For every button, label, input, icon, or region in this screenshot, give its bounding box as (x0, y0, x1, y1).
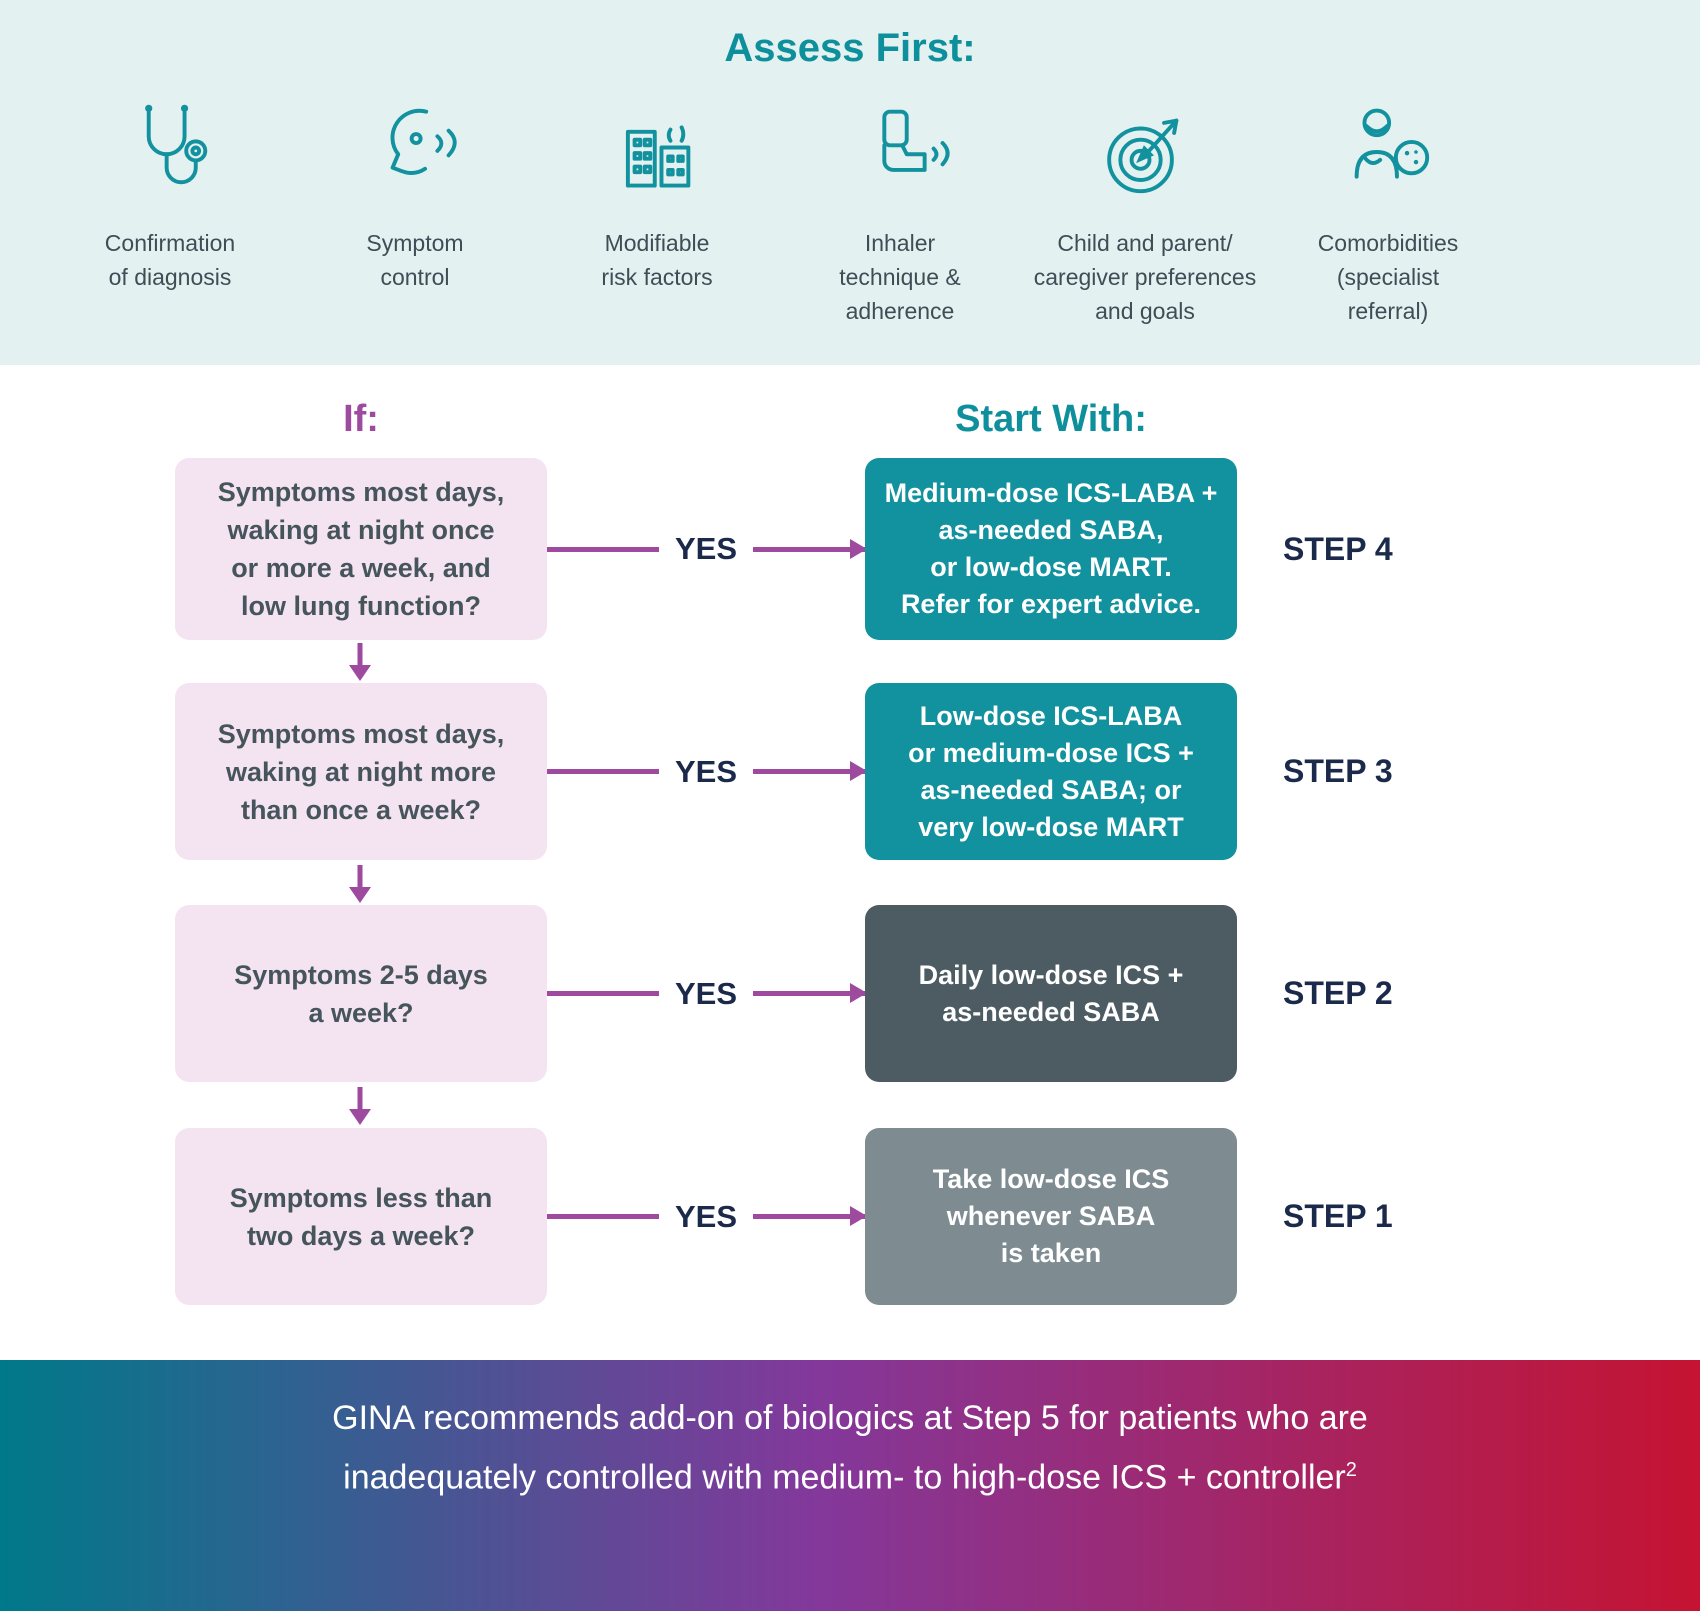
assess-item-preferences: Child and parent/ caregiver preferences … (1014, 92, 1276, 328)
condition-box-step2: Symptoms 2-5 days a week? (175, 905, 547, 1082)
assess-label-preferences: Child and parent/ caregiver preferences … (1033, 230, 1257, 324)
stethoscope-icon (39, 92, 301, 212)
treatment-box-step3: Low-dose ICS-LABA or medium-dose ICS + a… (865, 683, 1237, 860)
footnote-superscript: 2 (1345, 1459, 1357, 1481)
connector-line (547, 1214, 659, 1219)
assess-title: Assess First: (724, 26, 976, 70)
yes-label: YES (674, 1198, 738, 1234)
condition-box-step1: Symptoms less than two days a week? (175, 1128, 547, 1305)
arrow-right-icon (753, 761, 867, 781)
connector-line (547, 991, 659, 996)
doctor-patient-icon (1257, 92, 1519, 212)
yes-label: YES (674, 975, 738, 1011)
treatment-box-step2: Daily low-dose ICS + as-needed SABA (865, 905, 1237, 1082)
down-arrow-icon (347, 1087, 373, 1130)
assess-label-symptom-control: Symptom control (366, 230, 464, 290)
step-label-3: STEP 3 (1283, 753, 1393, 789)
treatment-box-step1: Take low-dose ICS whenever SABA is taken (865, 1128, 1237, 1305)
treatment-box-step4: Medium-dose ICS-LABA + as-needed SABA, o… (865, 458, 1237, 640)
arrow-right-icon (753, 1206, 867, 1226)
assess-section: Assess First: Confirmation of diagnosis … (0, 0, 1700, 365)
down-arrow-icon (347, 643, 373, 686)
gina-recommendation-banner: GINA recommends add-on of biologics at S… (0, 1360, 1700, 1611)
buildings-icon (526, 92, 788, 212)
if-column-title: If: (343, 398, 379, 440)
condition-box-step3: Symptoms most days, waking at night more… (175, 683, 547, 860)
assess-label-risk-factors: Modifiable risk factors (601, 230, 713, 290)
connector-line (547, 769, 659, 774)
assess-item-comorbidities: Comorbidities (specialist referral) (1257, 92, 1519, 328)
target-icon (1014, 92, 1276, 212)
assess-label-inhaler: Inhaler technique & adherence (839, 230, 961, 324)
assess-label-comorbidities: Comorbidities (specialist referral) (1317, 230, 1459, 324)
yes-connector-step1: YES (547, 1128, 867, 1305)
assess-item-risk-factors: Modifiable risk factors (526, 92, 788, 294)
yes-connector-step3: YES (547, 683, 867, 860)
step-label-2: STEP 2 (1283, 975, 1393, 1011)
connector-line (547, 546, 659, 552)
assess-item-symptom-control: Symptom control (284, 92, 546, 294)
assess-item-diagnosis: Confirmation of diagnosis (39, 92, 301, 294)
start-with-column-title: Start With: (955, 398, 1147, 440)
yes-connector-step2: YES (547, 905, 867, 1082)
assess-item-inhaler: Inhaler technique & adherence (769, 92, 1031, 328)
assess-label-diagnosis: Confirmation of diagnosis (104, 230, 236, 290)
condition-box-step4: Symptoms most days, waking at night once… (175, 458, 547, 640)
arrow-right-icon (753, 538, 867, 559)
cough-icon (284, 92, 546, 212)
inhaler-icon (769, 92, 1031, 212)
yes-label: YES (674, 753, 738, 789)
banner-text-line2: inadequately controlled with medium- to … (343, 1458, 1357, 1497)
yes-connector-step4: YES (547, 458, 867, 640)
banner-text-line1: GINA recommends add-on of biologics at S… (332, 1399, 1368, 1437)
step-label-4: STEP 4 (1283, 530, 1393, 567)
step-label-1: STEP 1 (1283, 1198, 1393, 1234)
arrow-right-icon (753, 983, 867, 1003)
yes-label: YES (674, 531, 738, 566)
down-arrow-icon (347, 865, 373, 908)
